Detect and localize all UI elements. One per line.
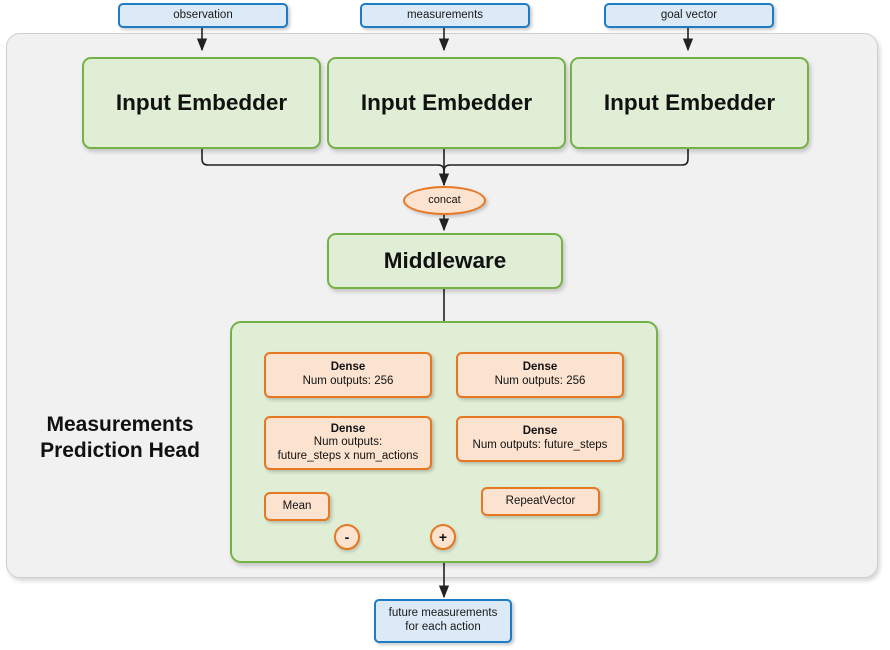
dense-title: Dense — [330, 361, 366, 374]
add-operator[interactable]: + — [430, 524, 456, 550]
output-line2: for each action — [405, 621, 481, 633]
mean-label: Mean — [282, 499, 312, 512]
dense-outputs: Num outputs: future_steps — [472, 439, 608, 451]
input-label: goal vector — [660, 8, 718, 21]
input-box-measurements[interactable]: measurements — [360, 3, 530, 28]
add-symbol: + — [438, 529, 448, 545]
head-label-line2: Prediction Head — [40, 438, 200, 462]
concat-node[interactable]: concat — [403, 186, 486, 215]
left-dense-256[interactable]: Dense Num outputs: 256 — [264, 352, 432, 398]
dense-outputs-line1: Num outputs: — [313, 436, 383, 449]
input-box-goal-vector[interactable]: goal vector — [604, 3, 774, 28]
dense-outputs: Num outputs: 256 — [302, 375, 394, 387]
input-label: observation — [173, 8, 233, 21]
output-box-future-measurements[interactable]: future measurements for each action — [374, 599, 512, 643]
input-embedder-observation[interactable]: Input Embedder — [82, 57, 321, 149]
dense-outputs: Num outputs: 256 — [494, 375, 586, 387]
input-box-observation[interactable]: observation — [118, 3, 288, 28]
repeat-vector-node[interactable]: RepeatVector — [481, 487, 600, 516]
embedder-label: Input Embedder — [360, 89, 533, 115]
subtract-operator[interactable]: - — [334, 524, 360, 550]
input-embedder-goal-vector[interactable]: Input Embedder — [570, 57, 809, 149]
mean-node[interactable]: Mean — [264, 492, 330, 521]
input-label: measurements — [406, 8, 484, 21]
input-embedder-measurements[interactable]: Input Embedder — [327, 57, 566, 149]
measurements-prediction-head-label: Measurements Prediction Head — [20, 412, 220, 463]
dense-outputs-line2: future_steps x num_actions — [277, 449, 419, 462]
right-dense-256[interactable]: Dense Num outputs: 256 — [456, 352, 624, 398]
right-dense-future-steps[interactable]: Dense Num outputs: future_steps — [456, 416, 624, 462]
head-label-line1: Measurements — [46, 413, 194, 436]
middleware-block[interactable]: Middleware — [327, 233, 563, 289]
embedder-label: Input Embedder — [115, 89, 288, 115]
dense-title: Dense — [330, 422, 366, 435]
concat-label: concat — [428, 194, 461, 207]
dense-title: Dense — [522, 425, 558, 438]
output-line1: future measurements — [388, 607, 498, 620]
embedder-label: Input Embedder — [603, 89, 776, 115]
dense-title: Dense — [522, 361, 558, 374]
middleware-label: Middleware — [383, 247, 507, 273]
repeat-vector-label: RepeatVector — [505, 494, 576, 507]
subtract-symbol: - — [344, 529, 350, 545]
left-dense-future-steps-num-actions[interactable]: Dense Num outputs: future_steps x num_ac… — [264, 416, 432, 470]
